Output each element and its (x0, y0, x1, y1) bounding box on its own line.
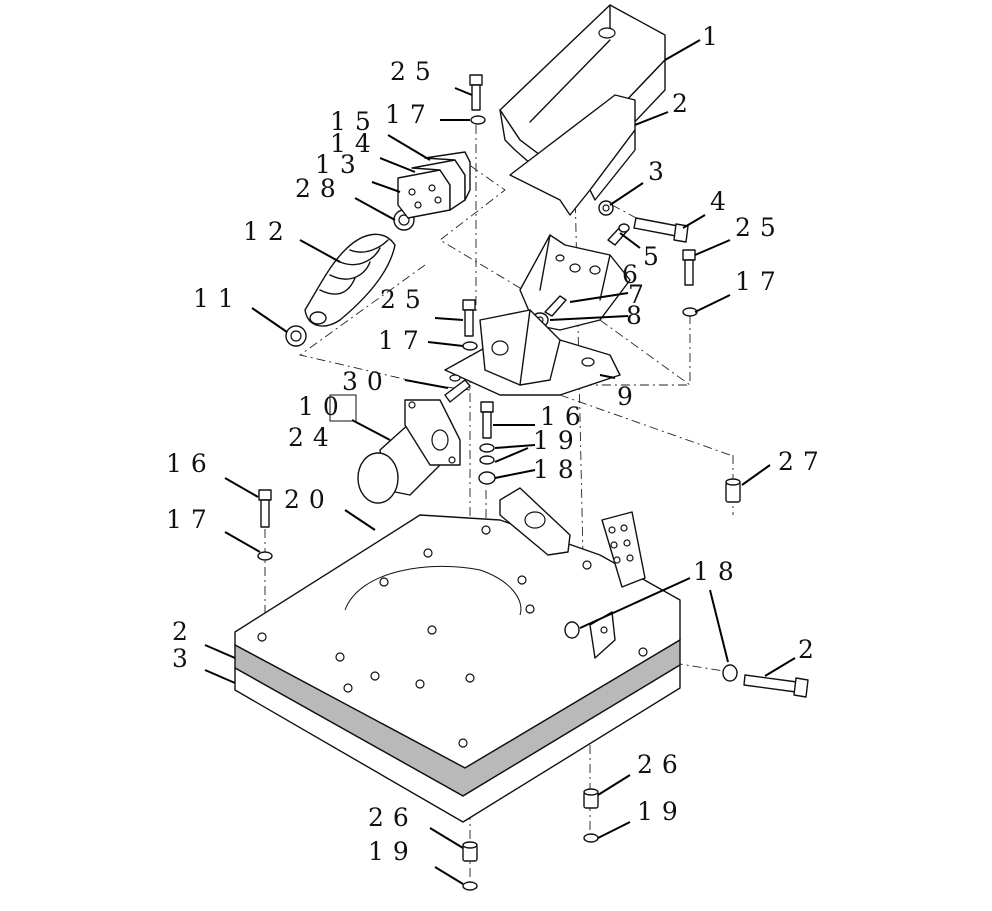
washer-17-mid (462, 341, 478, 351)
washer-17-left (257, 551, 273, 561)
callout-9: 9 (617, 382, 642, 411)
washer-17-right (682, 307, 698, 317)
spacer-27 (725, 478, 741, 503)
callout-17d: 17 (166, 505, 216, 534)
bolt-4 (633, 217, 689, 243)
handle-block (601, 511, 646, 588)
washer-17-top (470, 115, 486, 125)
bolt-25-mid (462, 299, 476, 337)
callout-26b: 26 (368, 803, 418, 832)
callout-25b: 25 (390, 57, 440, 86)
base-plate-20 (234, 514, 681, 769)
callout-30: 30 (342, 367, 392, 396)
callout-2-left: 2 (172, 617, 197, 646)
part-30-shaft (444, 379, 471, 403)
lifting-eye (499, 487, 571, 556)
spacer-26-left (462, 841, 478, 862)
callout-3-left: 3 (172, 644, 197, 673)
washer-11 (285, 325, 307, 347)
callout-17b: 17 (385, 100, 435, 129)
washer-19-left (462, 881, 478, 891)
washer-19-right (583, 833, 599, 843)
callout-11: 11 (193, 284, 243, 313)
callout-19c: 19 (368, 837, 418, 866)
callout-17a: 17 (735, 267, 785, 296)
bolt-25-top (469, 74, 483, 111)
callout-13: 13 (315, 150, 365, 179)
callout-12: 12 (243, 217, 293, 246)
spacer-26-right (583, 788, 599, 809)
callout-2-right: 2 (798, 635, 823, 664)
callout-14: 14 (330, 129, 380, 158)
part-9-motor-plate (444, 309, 621, 396)
callout-5: 5 (643, 242, 668, 271)
part-13-block (397, 169, 451, 219)
nut-18-side (564, 621, 580, 639)
callout-19a: 19 (533, 426, 583, 455)
callout-10: 10 (298, 392, 348, 421)
callout-2: 2 (672, 89, 697, 118)
callout-18b: 18 (693, 557, 743, 586)
callout-28: 28 (295, 174, 345, 203)
callout-27: 27 (778, 447, 828, 476)
callout-19b: 19 (637, 797, 687, 826)
callout-15: 15 (330, 107, 380, 136)
part-12-bellows (304, 233, 396, 327)
callout-26a: 26 (637, 750, 687, 779)
bolt-2-long (743, 674, 809, 698)
callout-25a: 25 (735, 213, 785, 242)
bolt-7 (544, 295, 567, 317)
bolt-25-right (682, 249, 696, 286)
nut-18-center (478, 471, 496, 485)
bolt-5 (607, 223, 630, 246)
bolt-16-center (480, 401, 494, 439)
callout-16b: 16 (166, 449, 216, 478)
callout-17c: 17 (378, 326, 428, 355)
washer-19-center (479, 443, 495, 465)
part-2-bracket (509, 94, 636, 216)
callout-24: 24 (288, 423, 338, 452)
bolt-16-left (258, 489, 272, 528)
callout-25c: 25 (380, 285, 430, 314)
callout-16a: 16 (540, 402, 590, 431)
callout-8: 8 (626, 301, 651, 330)
leader-lines (204, 39, 796, 885)
callout-4: 4 (710, 187, 735, 216)
callout-18a: 18 (533, 455, 583, 484)
callout-6: 6 (622, 260, 647, 289)
part-15-block (424, 151, 471, 201)
callout-20: 20 (284, 485, 334, 514)
part-10-motor (357, 399, 461, 504)
callout-3: 3 (648, 157, 673, 186)
callout-10-box (329, 394, 357, 422)
callout-labels: 1 2 3 4 25 5 6 17 7 8 9 25 17 15 14 13 2… (166, 22, 828, 866)
callout-1: 1 (702, 22, 727, 51)
base-sheet-3 (234, 664, 681, 823)
washer-right-2 (722, 664, 738, 682)
callout-7: 7 (628, 280, 653, 309)
washer-3 (598, 200, 614, 216)
